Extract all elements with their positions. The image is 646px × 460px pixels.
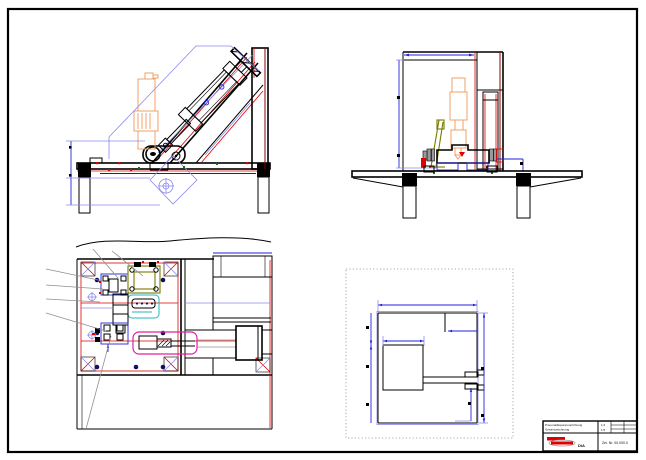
- project-title-line1: Pneumatikspannvorrichtung: [545, 423, 583, 427]
- plan-outline: [76, 252, 273, 430]
- logo-suffix: DIA: [578, 443, 585, 448]
- drawing-number: Zei. Nr. 00.000.0: [602, 441, 628, 445]
- pneumatic-cylinder: [157, 46, 262, 154]
- detail-plate: [376, 311, 485, 425]
- shaft-assembly: [421, 144, 504, 174]
- company-logo: [547, 437, 576, 447]
- front-motor-unit: [449, 77, 468, 160]
- mounting-block-olive: [127, 261, 161, 294]
- view-plan: [45, 237, 273, 430]
- corner-gussets: [80, 261, 271, 373]
- view-side: [66, 45, 271, 214]
- title-block: Pneumatikspannvorrichtung Gesamtzeichnun…: [542, 420, 638, 452]
- scale-value-top: 1:2: [601, 423, 606, 427]
- clamp-arm: [142, 145, 186, 171]
- bolt-holes: [94, 277, 166, 370]
- front-dimensions: [396, 53, 527, 172]
- project-title-line2: Gesamtzeichnung: [545, 428, 570, 432]
- view-detail-plan: [345, 268, 514, 439]
- view-front: [351, 51, 583, 219]
- guide-block-lower: [92, 322, 129, 352]
- slide-unit-magenta: [132, 331, 236, 355]
- motor-unit: [133, 72, 159, 150]
- swing-envelope: [108, 45, 260, 205]
- guide-block-upper: [99, 273, 129, 296]
- scale-value-bottom: 1:5: [601, 428, 606, 432]
- break-line: [75, 237, 272, 248]
- sensor-block-cyan: [127, 294, 160, 319]
- dimension-lines-left: [66, 140, 160, 206]
- fastener-marks: [96, 162, 249, 172]
- detail-dimensions: [366, 300, 488, 424]
- support-frame: [151, 47, 269, 170]
- sheet-frame: [6, 7, 639, 454]
- bed-arm: [185, 325, 272, 361]
- leader-lines: [45, 248, 144, 430]
- front-table: [351, 165, 583, 219]
- front-frame: [402, 51, 504, 172]
